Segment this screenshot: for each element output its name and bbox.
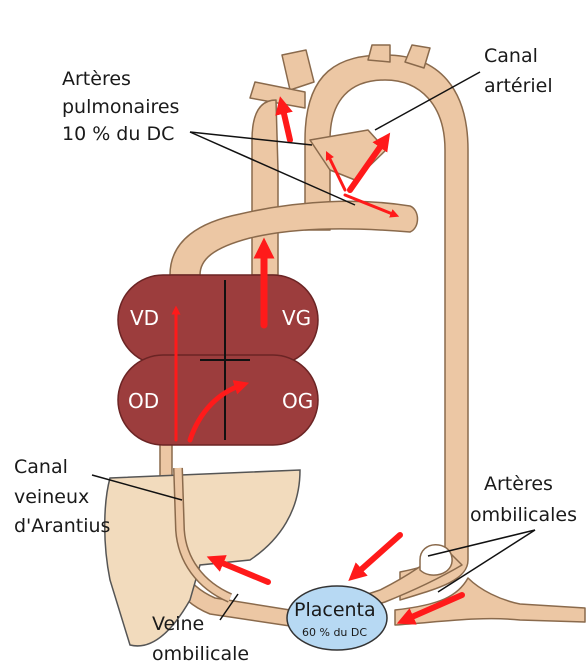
- red-arrow-icon: [215, 560, 268, 582]
- label-canal-veineux-2: veineux: [14, 486, 89, 508]
- ductus-vessel: [170, 201, 418, 275]
- label-arteres-ombilicales-1: Artères: [484, 473, 553, 495]
- label-arteres-ombilicales-2: ombilicales: [470, 504, 577, 526]
- red-arrow-icon: [355, 535, 400, 575]
- label-canal-arteriel-2: artériel: [484, 75, 553, 97]
- label-canal-arteriel-1: Canal: [484, 45, 538, 67]
- label-arteres-pulmonaires-2: pulmonaires: [62, 96, 179, 118]
- label-canal-veineux-3: d'Arantius: [14, 515, 110, 537]
- umbilical-loop: [420, 545, 452, 575]
- placenta-sub-label: 60 % du DC: [302, 626, 367, 639]
- label-arteres-pulmonaires-1: Artères: [62, 68, 131, 90]
- label-vg: VG: [282, 306, 311, 330]
- placenta-label: Placenta: [294, 599, 376, 621]
- label-og: OG: [282, 389, 313, 413]
- label-arteres-pulmonaires-3: 10 % du DC: [62, 123, 174, 145]
- label-veine-ombilicale-1: Veine: [152, 613, 204, 635]
- arch-branch-2: [368, 45, 390, 62]
- label-canal-veineux-1: Canal: [14, 456, 68, 478]
- label-veine-ombilicale-2: ombilicale: [152, 643, 249, 665]
- label-od: OD: [128, 389, 159, 413]
- red-arrow-icon: [282, 105, 290, 140]
- arch-branch-1: [282, 50, 314, 90]
- heart: [118, 275, 318, 445]
- label-vd: VD: [130, 306, 159, 330]
